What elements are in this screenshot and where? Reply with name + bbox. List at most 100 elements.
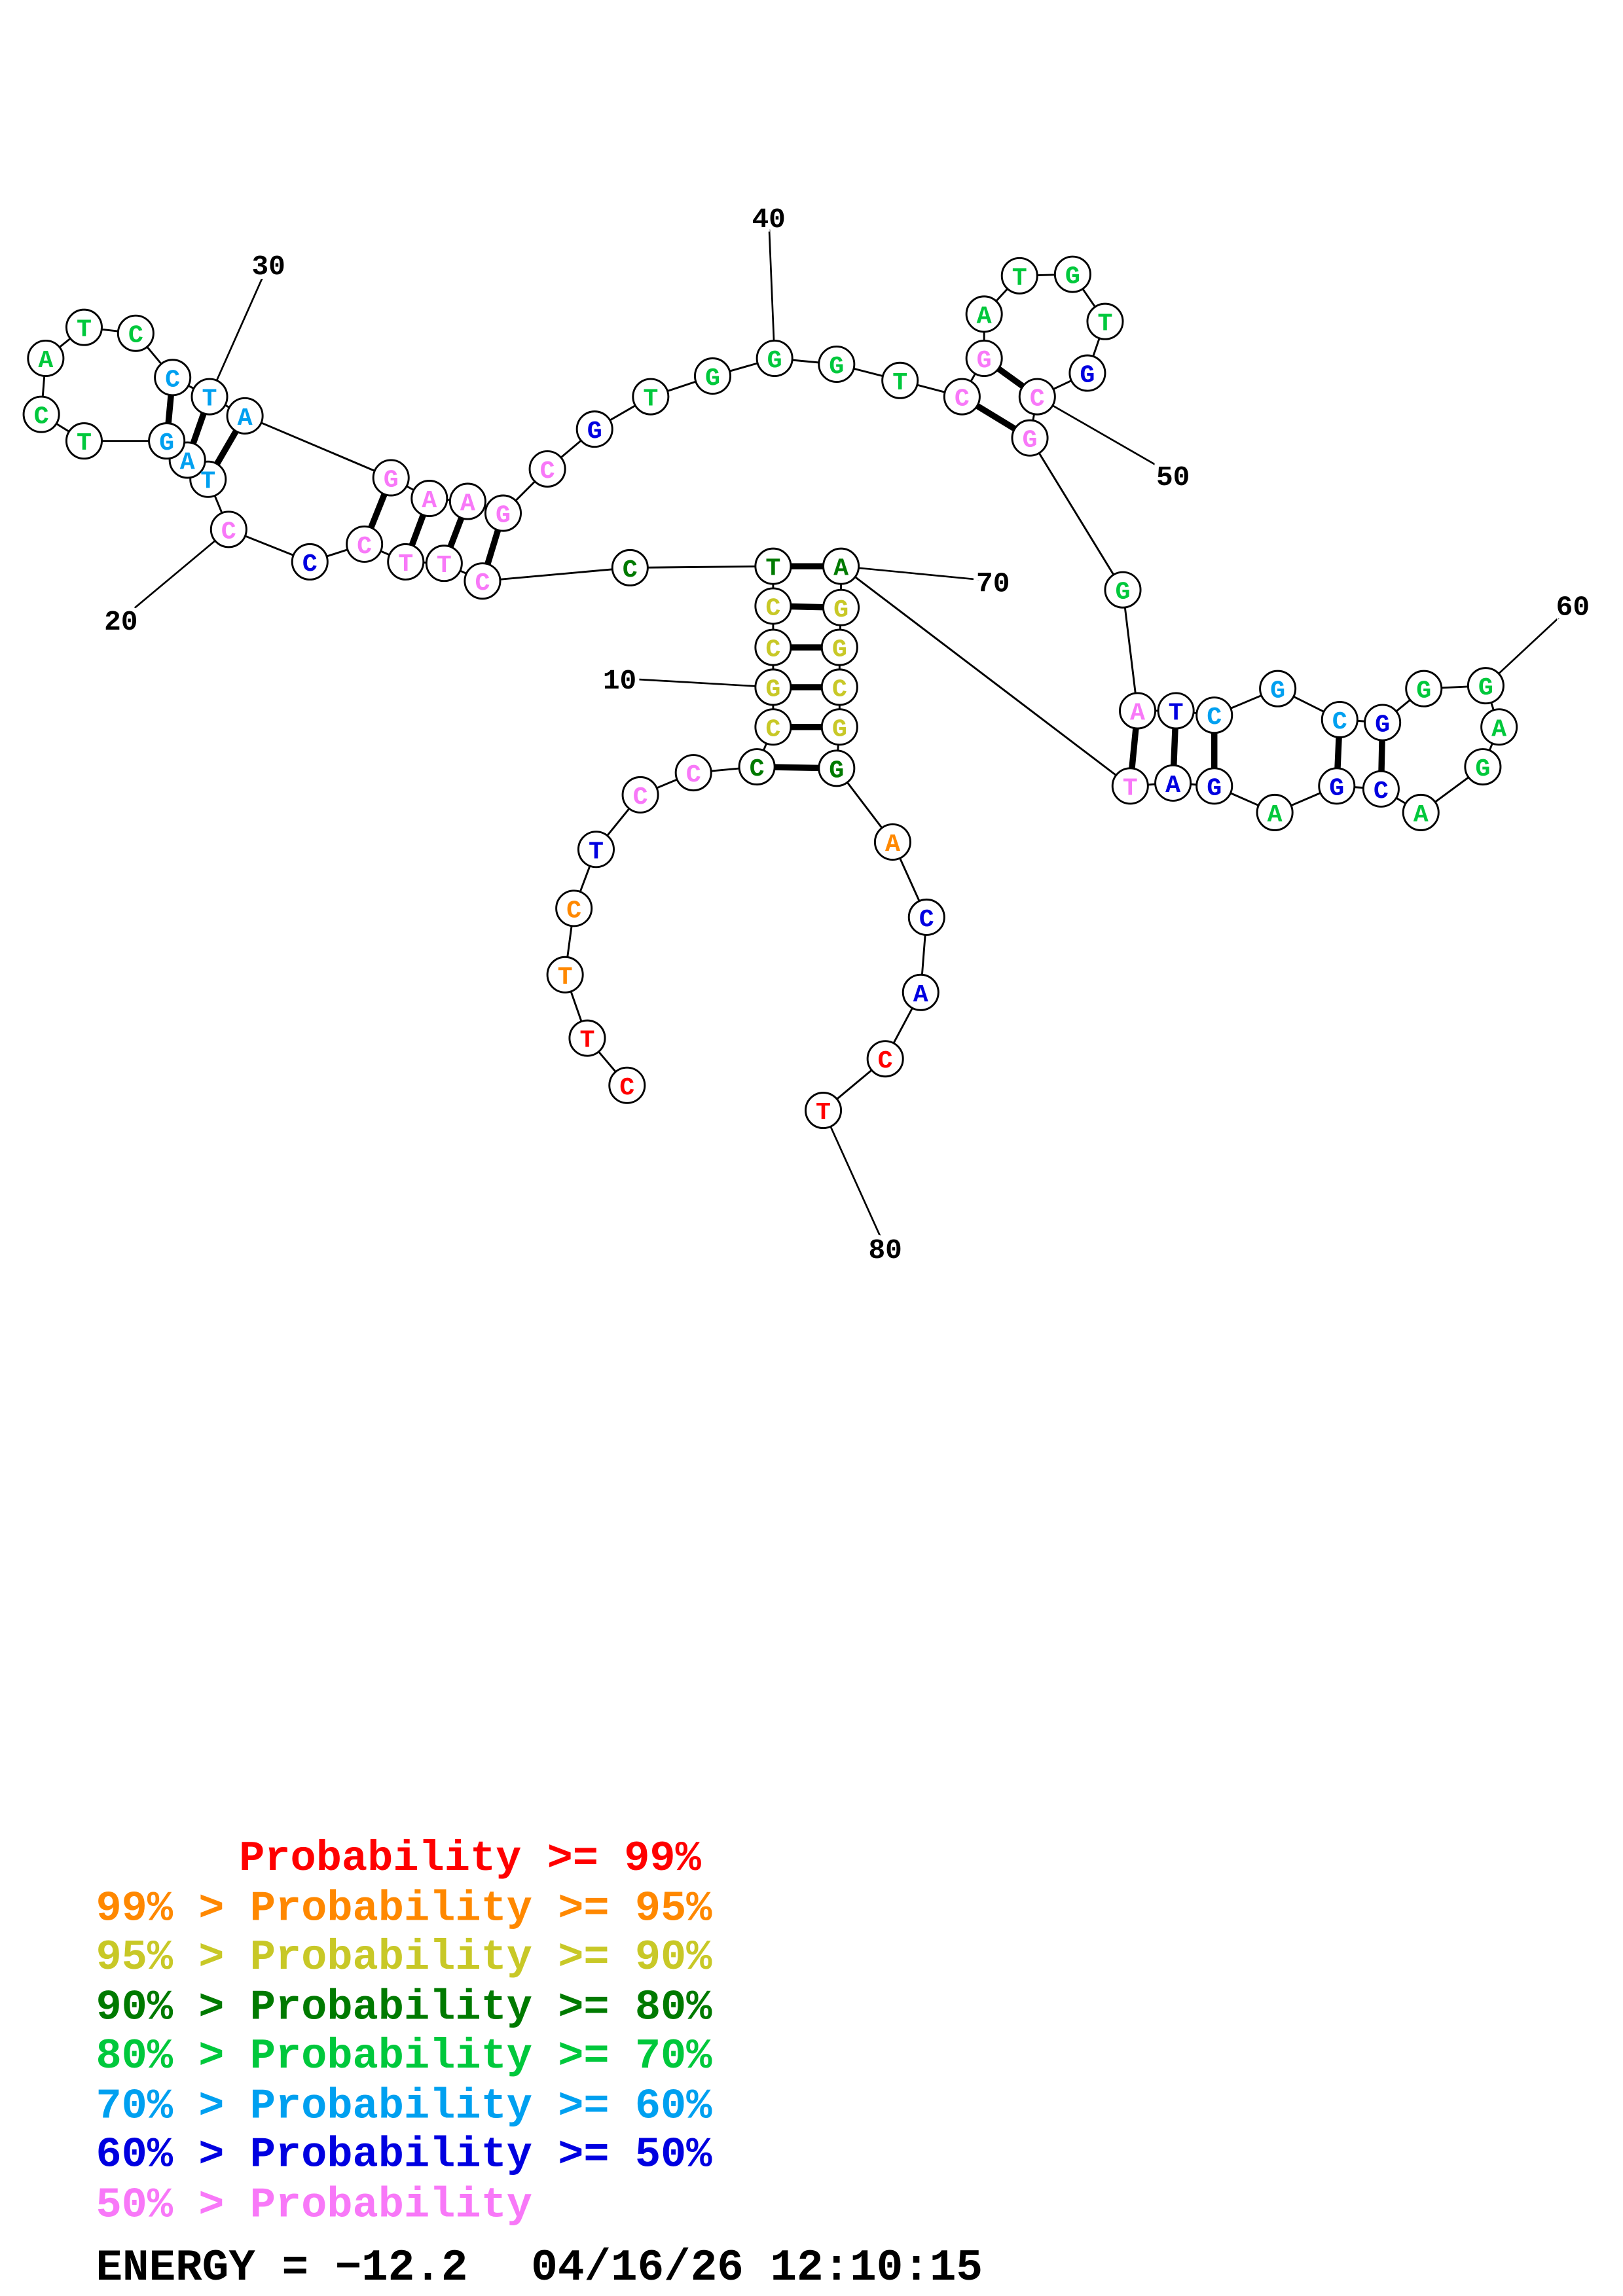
base-letter: T xyxy=(816,1098,831,1127)
base-letter: A xyxy=(913,980,928,1009)
base-letter: G xyxy=(833,596,848,624)
energy-value: ENERGY = −12.2 xyxy=(96,2244,467,2293)
base-letter: T xyxy=(1123,774,1138,802)
nucleotide-circle xyxy=(866,1040,904,1078)
base-letter: T xyxy=(77,315,92,344)
base-letter: G xyxy=(1023,426,1038,455)
nucleotide-circle xyxy=(425,545,463,583)
position-label: 60 xyxy=(1556,592,1590,624)
nucleotide-circle xyxy=(528,450,566,488)
nucleotide-circle xyxy=(965,339,1003,377)
base-letter: A xyxy=(180,448,195,476)
nucleotide-circle xyxy=(608,1066,646,1104)
base-letter: G xyxy=(829,756,844,785)
nucleotide-circle xyxy=(754,587,792,625)
nucleotide-circle xyxy=(226,397,264,435)
base-letter: G xyxy=(1080,361,1095,390)
base-letter: C xyxy=(619,1073,634,1102)
nucleotide-circle xyxy=(818,346,856,384)
base-letter: G xyxy=(159,429,174,457)
nucleotide-circle xyxy=(575,410,613,448)
base-letter: C xyxy=(919,905,934,934)
probability-legend: Probability >= 99% 99% > Probability >= … xyxy=(96,1835,712,2229)
base-letter: C xyxy=(765,715,780,744)
base-letter: G xyxy=(1478,673,1493,702)
base-letter: T xyxy=(202,385,217,414)
footer: ENERGY = −12.2 04/16/26 12:10:15 xyxy=(96,2244,982,2293)
base-letter: T xyxy=(398,550,413,579)
base-letter: T xyxy=(77,429,92,457)
nucleotide-circle xyxy=(805,1092,843,1130)
nucleotide-circle xyxy=(820,668,858,706)
nucleotide-circle xyxy=(693,357,732,395)
base-letter: A xyxy=(38,346,53,375)
nucleotide-circle xyxy=(1000,257,1038,295)
nucleotide-circle xyxy=(943,378,981,416)
nucleotide-circle xyxy=(27,339,65,377)
base-letter: T xyxy=(1169,698,1184,727)
position-label: 40 xyxy=(752,204,785,236)
nucleotide-circle xyxy=(674,754,712,792)
base-letter: A xyxy=(1491,715,1506,744)
base-letter: T xyxy=(200,467,215,496)
position-leader-line xyxy=(841,565,993,583)
position-leader-line xyxy=(767,217,776,359)
base-letter: T xyxy=(589,837,604,866)
base-letter: G xyxy=(1116,578,1131,607)
backbone-line xyxy=(630,565,773,569)
base-letter: G xyxy=(1207,774,1222,802)
nucleotide-circle xyxy=(907,898,945,936)
position-label: 70 xyxy=(976,567,1010,600)
base-letter: C xyxy=(633,783,648,812)
backbone-line xyxy=(1122,590,1139,711)
nucleotide-circle xyxy=(820,628,858,666)
nucleotide-circle xyxy=(65,308,103,346)
base-letter: G xyxy=(1416,677,1431,706)
position-label: 50 xyxy=(1156,461,1190,493)
nucleotide-circle xyxy=(756,339,793,377)
nucleotide-circle xyxy=(568,1019,606,1057)
base-letter: C xyxy=(686,761,701,789)
base-letter: T xyxy=(579,1026,594,1055)
base-letter: G xyxy=(767,346,782,375)
nucleotide-circle xyxy=(754,547,792,585)
nucleotide-circle xyxy=(1086,302,1124,340)
base-letter: A xyxy=(238,404,253,433)
base-letter: A xyxy=(1413,800,1429,829)
base-letter: T xyxy=(765,554,780,583)
nucleotide-circle xyxy=(191,378,228,416)
nucleotide-circle xyxy=(1011,419,1049,457)
nucleotide-circle xyxy=(1256,793,1294,831)
nucleotide-circle xyxy=(881,361,919,399)
base-letter: G xyxy=(977,346,992,375)
nucleotide-circle xyxy=(1259,670,1297,708)
base-letter: C xyxy=(1030,385,1045,414)
base-letter: T xyxy=(1012,264,1027,293)
position-label: 10 xyxy=(603,665,636,697)
base-letter: T xyxy=(892,368,907,397)
backbone-line xyxy=(1029,437,1124,590)
legend-line: Probability >= 99% xyxy=(239,1835,702,1883)
nucleotide-circle xyxy=(1104,571,1142,609)
base-letter: A xyxy=(1165,771,1180,800)
base-letter: G xyxy=(832,636,847,664)
nucleotide-circle xyxy=(822,547,860,585)
nucleotide-circle xyxy=(1464,748,1502,786)
nucleotide-circle xyxy=(464,562,501,600)
base-letter: G xyxy=(1270,677,1285,706)
base-letter: C xyxy=(832,675,847,704)
base-letter: C xyxy=(1207,703,1222,732)
nucleotide-circle xyxy=(1402,793,1440,831)
legend-line: 60% > Probability >= 50% xyxy=(96,2131,712,2179)
nucleotide-circle xyxy=(22,395,60,433)
nucleotide-circle xyxy=(632,378,670,416)
base-letter: C xyxy=(34,403,49,431)
nucleotide-circle xyxy=(1018,378,1056,416)
nucleotide-circle xyxy=(154,359,192,397)
nucleotide-circle xyxy=(1068,354,1106,392)
base-letter: A xyxy=(460,490,475,518)
nucleotide-circle xyxy=(738,748,776,786)
position-label: 30 xyxy=(251,251,285,283)
base-letter: G xyxy=(1329,774,1344,802)
base-letter: A xyxy=(885,830,900,859)
